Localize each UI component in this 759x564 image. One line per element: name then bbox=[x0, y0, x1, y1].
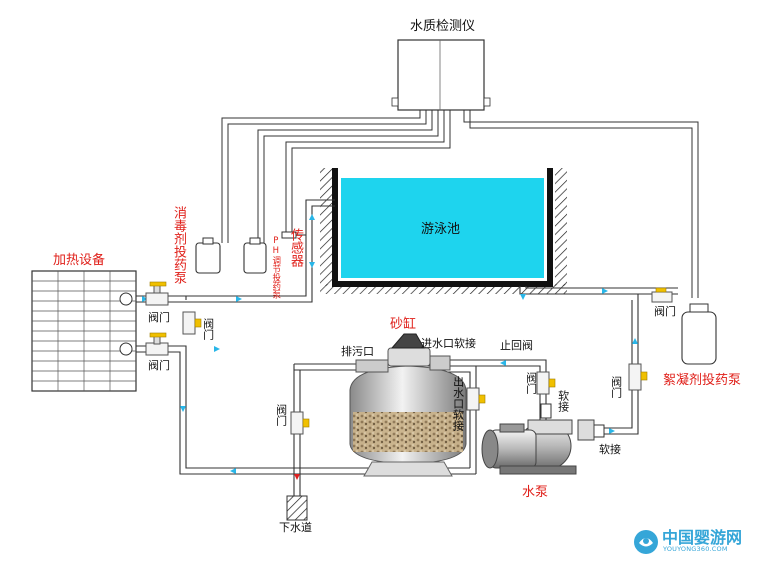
check-valve-label: 止回阀 bbox=[500, 339, 533, 352]
hose-joints bbox=[540, 403, 605, 438]
water-quality-monitor-label: 水质检测仪 bbox=[410, 19, 476, 34]
hose-label-1: 软接 bbox=[556, 390, 570, 412]
valve-right-icon[interactable] bbox=[628, 363, 648, 391]
ph-pump-label: PH调节投药泵 bbox=[270, 236, 281, 299]
valve-heater-bottom-label: 阀门 bbox=[148, 359, 170, 372]
sand-filter-label: 砂缸 bbox=[390, 317, 417, 332]
sensor-cables bbox=[221, 110, 699, 298]
logo-icon bbox=[634, 530, 658, 554]
check-valve-icon[interactable] bbox=[536, 371, 556, 395]
valve-heater-top-label: 阀门 bbox=[148, 311, 170, 324]
sensor-probe bbox=[281, 231, 306, 239]
valve-flocculant-label: 阀门 bbox=[654, 305, 676, 318]
flocculant-pump-tank bbox=[681, 303, 717, 365]
outlet-hose-label: 出水口软接 bbox=[451, 376, 465, 431]
inlet-hose-label: 进水口软接 bbox=[421, 337, 476, 350]
water-pump bbox=[481, 419, 595, 475]
valve-right-label: 阀门 bbox=[609, 376, 623, 398]
flocculant-pump-label: 絮凝剂投药泵 bbox=[663, 373, 742, 388]
valve-flocculant-icon[interactable] bbox=[651, 287, 673, 303]
valve-vertical-label: 阀门 bbox=[201, 318, 215, 340]
valve-heater-top-icon[interactable] bbox=[145, 281, 169, 306]
site-logo[interactable]: 中国婴游网 YOUYONG360.COM bbox=[632, 522, 757, 562]
hose-label-2: 软接 bbox=[599, 443, 621, 456]
disinfectant-pump-label: 消毒剂投药泵 bbox=[170, 206, 186, 284]
ph-pump-tank bbox=[243, 237, 267, 274]
heating-equipment bbox=[31, 270, 137, 392]
sewer bbox=[286, 495, 308, 521]
valve-heater-bottom-icon[interactable] bbox=[145, 332, 169, 356]
drain-outlet-label: 排污口 bbox=[341, 345, 374, 358]
sensor-label: 传感器 bbox=[287, 228, 303, 267]
valve-outlet-icon[interactable] bbox=[466, 387, 486, 411]
valve-outlet-label: 阀门 bbox=[524, 372, 538, 394]
valve-vertical-icon[interactable] bbox=[182, 311, 202, 335]
logo-name: 中国婴游网 bbox=[662, 528, 743, 547]
water-pump-label: 水泵 bbox=[522, 485, 549, 500]
valve-drain-icon[interactable] bbox=[290, 411, 310, 435]
water-quality-monitor bbox=[391, 39, 491, 111]
sand-filter bbox=[349, 333, 467, 477]
valve-drain-label: 阀门 bbox=[274, 404, 288, 426]
heating-equipment-label: 加热设备 bbox=[53, 253, 106, 268]
logo-url: YOUYONG360.COM bbox=[663, 545, 728, 553]
disinfectant-pump-tank bbox=[195, 237, 221, 274]
pool-label: 游泳池 bbox=[421, 222, 461, 237]
sewer-label: 下水道 bbox=[279, 521, 312, 534]
swimming-pool bbox=[320, 168, 567, 294]
